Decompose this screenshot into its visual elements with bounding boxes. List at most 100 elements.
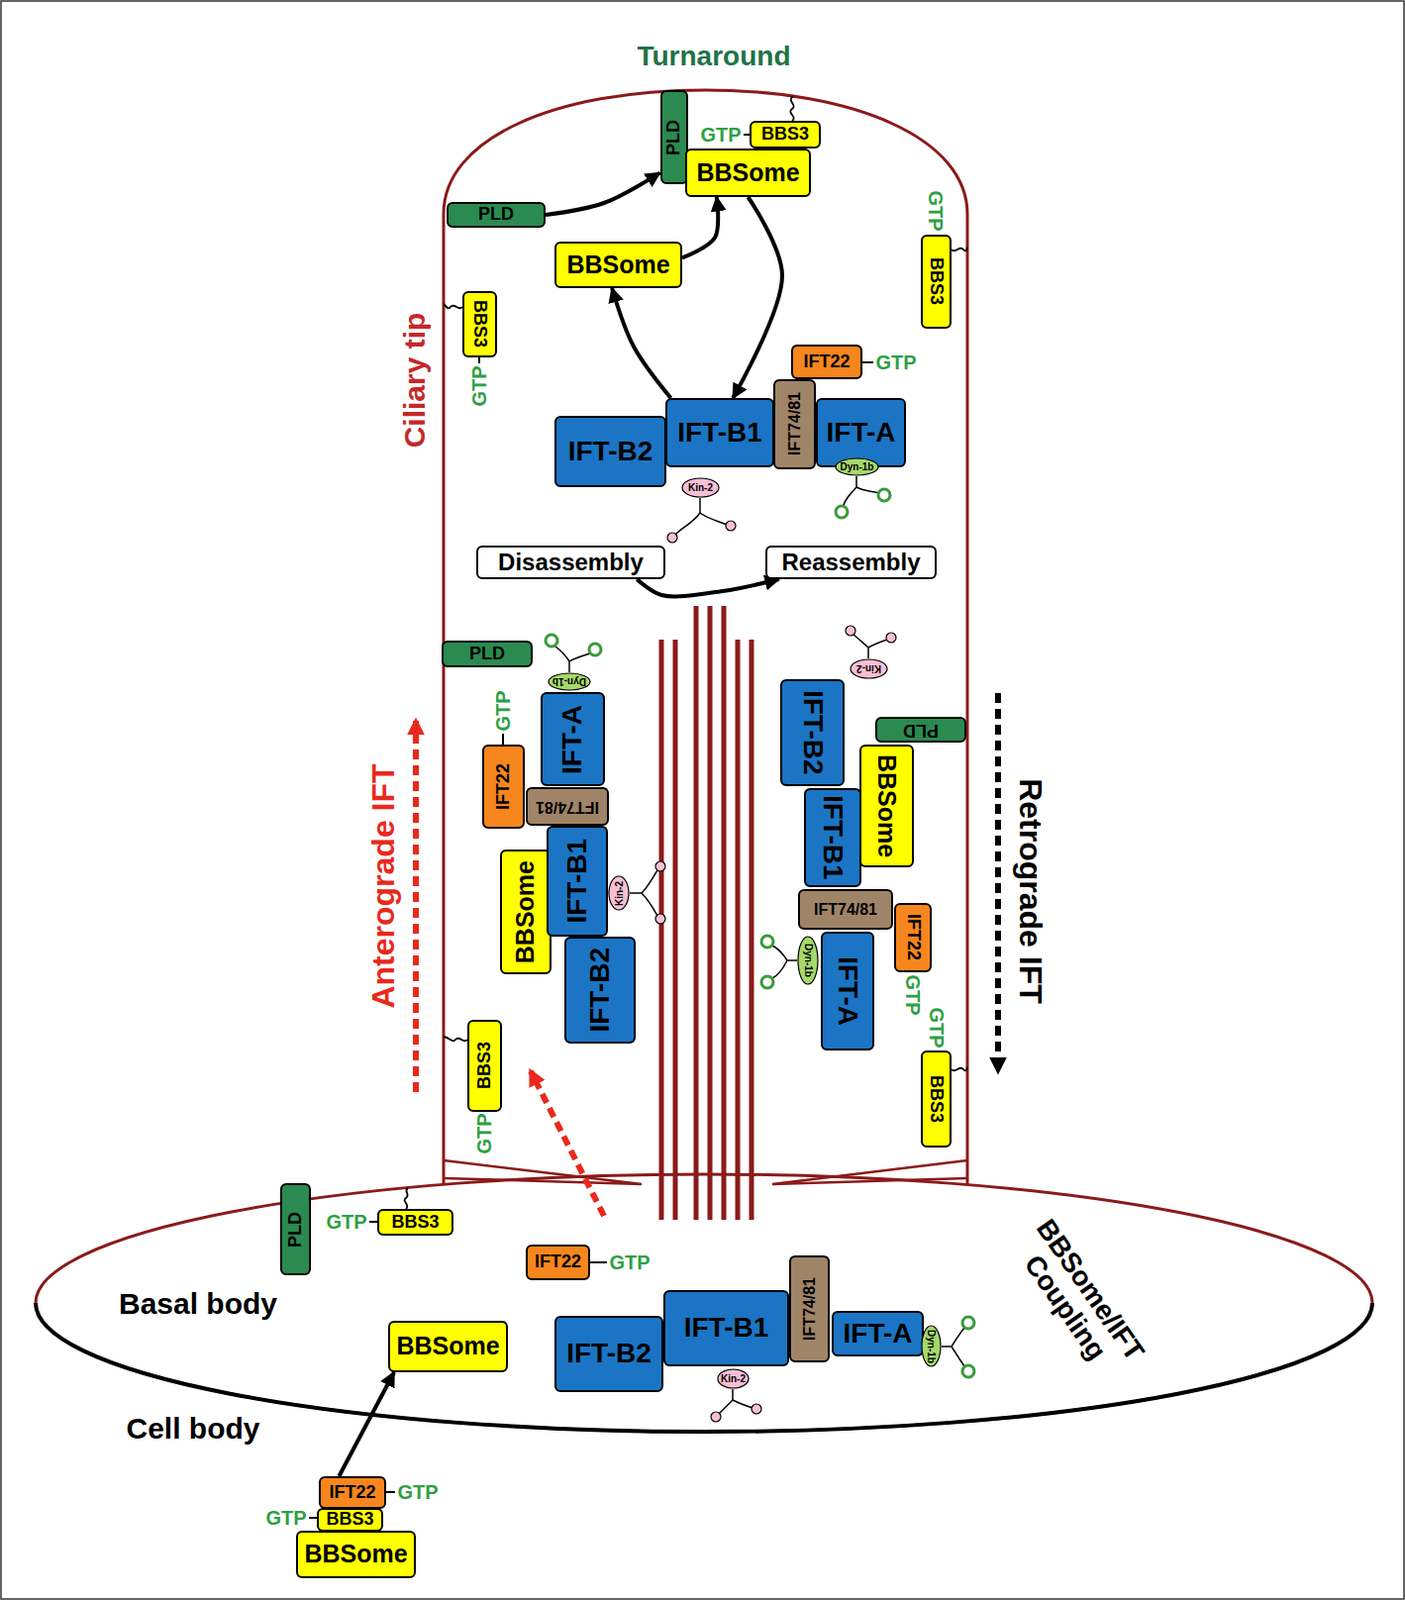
annotation-label: Cell body [125, 1411, 260, 1445]
motor-stalks [555, 476, 965, 1414]
ift22-box: IFT22 [525, 1244, 591, 1281]
ift74-81-box: IFT74/81 [773, 379, 816, 470]
kinesin-stalk [675, 498, 727, 535]
bbs3-box: BBS3 [377, 1208, 454, 1236]
motor-ring [761, 976, 774, 989]
annotation-label: Ciliary tip [398, 312, 431, 449]
gtp-bond [308, 1516, 317, 1519]
gtp-label: GTP [875, 351, 916, 374]
dynein-stalk [941, 1327, 965, 1367]
node-label: IFT-B2 [585, 947, 616, 1033]
node-label: PLD [478, 204, 514, 225]
node-label: BBS3 [325, 1509, 374, 1530]
process-arrow [611, 288, 671, 399]
motor-head [725, 520, 736, 531]
pld-box: PLD [446, 201, 546, 228]
oval-shape [717, 1369, 749, 1389]
bbsome-box: BBSome [388, 1320, 508, 1373]
annotation-label: Basal body [118, 1287, 278, 1320]
node-label: IFT74/81 [786, 392, 804, 456]
node-label: BBS3 [470, 300, 491, 348]
oval-shape [608, 876, 629, 910]
microtubule [749, 639, 755, 1220]
motor-head [710, 1411, 721, 1422]
motor-ring [835, 505, 848, 518]
node-label: IFT22 [534, 1252, 582, 1273]
node-label: BBSome [303, 1540, 407, 1569]
gtp-label: GTP [700, 123, 741, 146]
gtp-label: GTP [608, 1251, 650, 1274]
gtp-label: GTP [473, 1112, 496, 1154]
node-label: BBS3 [761, 124, 809, 145]
ift-complex-box: IFT-B1 [803, 788, 862, 888]
oval-shape [921, 1325, 941, 1367]
dynein-oval: Dyn-1b [547, 672, 592, 692]
ift-complex-box: IFT-A [820, 931, 875, 1051]
pld-box: PLD [441, 640, 533, 668]
ift-complex-box: IFT-B1 [546, 825, 608, 937]
dynein-stalk [843, 476, 880, 506]
retrograde-arrow [995, 693, 1002, 1072]
ift22-box: IFT22 [318, 1476, 387, 1509]
bbs3-box: BBS3 [462, 291, 498, 358]
entry-arrow [530, 1071, 604, 1216]
node-label: Dyn-1b [552, 676, 587, 688]
microtubule [673, 639, 679, 1220]
bbsome-box: BBSome [500, 849, 552, 975]
gtp-label: GTP [397, 1481, 438, 1504]
motor-ring [545, 634, 558, 647]
node-label: Kin-2 [720, 1373, 746, 1385]
node-label: PLD [903, 719, 939, 740]
annotation-label: Retrograde IFT [1011, 778, 1047, 1004]
ift-complex-box: IFT-A [540, 692, 605, 787]
ift-complex-box: IFT-B1 [665, 398, 775, 468]
lipid-anchor [951, 1066, 968, 1071]
node-label: IFT22 [494, 763, 514, 810]
lipid-anchor [443, 1036, 468, 1041]
gtp-label: GTP [468, 365, 491, 406]
gtp-bond [590, 1261, 607, 1264]
node-label: PLD [469, 644, 505, 665]
node-label: IFT22 [328, 1483, 376, 1504]
gtp-label: GTP [925, 1006, 948, 1048]
node-label: IFT22 [802, 352, 850, 373]
motor-ring [962, 1316, 975, 1329]
kinesin-stalk [853, 634, 888, 659]
microtubule [721, 605, 727, 1220]
motor-ring [589, 643, 602, 656]
motor-head [845, 625, 856, 636]
ift-complex-box: IFT-A [831, 1310, 924, 1357]
ift-complex-box: IFT-B1 [663, 1290, 790, 1367]
motor-ring [878, 489, 891, 502]
gtp-label: GTP [924, 190, 947, 231]
bbs3-box: BBS3 [467, 1019, 502, 1112]
bbsome-box: BBSome [685, 148, 811, 198]
lipid-anchor [443, 303, 463, 308]
node-label: IFT-B1 [684, 1312, 770, 1344]
node-label: Kin-2 [688, 482, 713, 494]
motor-head [667, 532, 678, 543]
gtp-bond [386, 1491, 396, 1494]
oval-shape [798, 936, 818, 985]
kinesin-oval: Kin-2 [607, 875, 630, 911]
node-label: Kin-2 [613, 881, 625, 906]
process-arrow [732, 197, 783, 399]
node-label: BBSome [873, 754, 902, 858]
dynein-rings [545, 489, 975, 1378]
annotation-label: Turnaround [636, 41, 791, 73]
annotation-label: BBSome/IFT Coupling [995, 1200, 1159, 1398]
ift74-81-box: IFT74/81 [525, 787, 609, 826]
bbsome-box: BBSome [296, 1530, 416, 1579]
lipid-anchor [951, 246, 968, 251]
node-label: Dyn-1b [840, 461, 875, 473]
gtp-label: GTP [265, 1506, 306, 1529]
gtp-label: GTP [902, 974, 924, 1015]
microtubule [659, 639, 665, 1220]
process-arrow [636, 579, 779, 597]
bbs3-box: BBS3 [749, 120, 821, 149]
anterograde-arrow [412, 720, 419, 1093]
node-label: PLD [664, 119, 685, 156]
node-label: IFT-A [826, 417, 897, 449]
